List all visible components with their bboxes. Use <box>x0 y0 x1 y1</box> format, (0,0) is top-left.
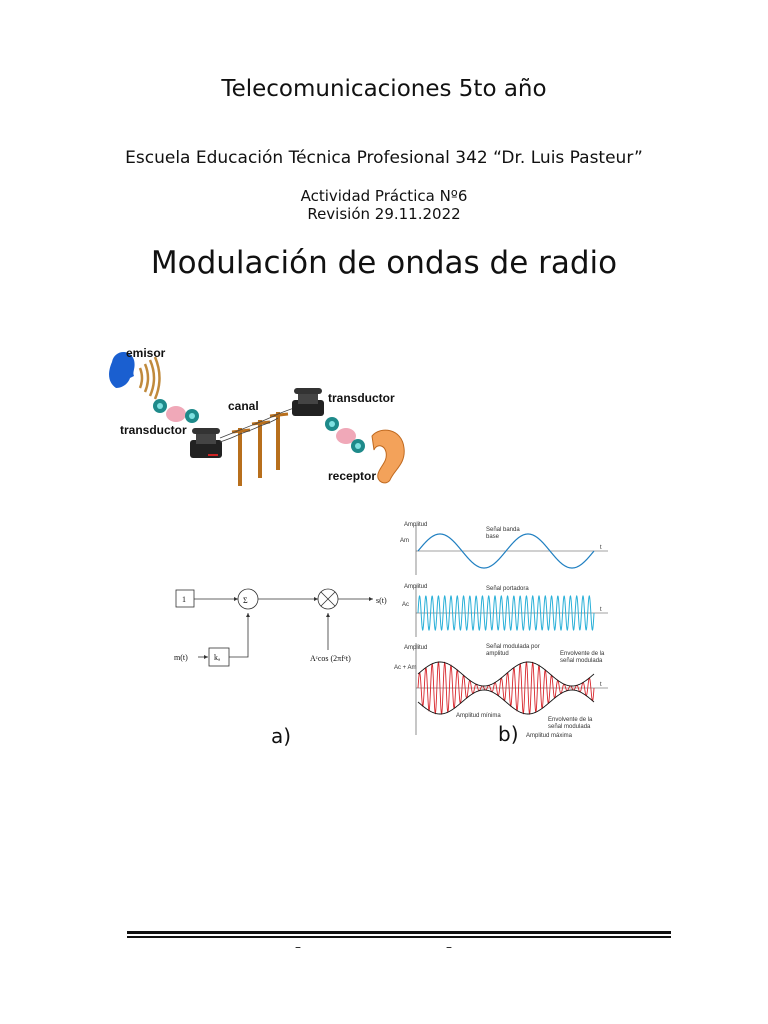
telephone-icon <box>190 428 222 458</box>
envelope-top-label-2: señal modulada <box>560 658 603 664</box>
plot1-amp-label: Am <box>400 538 409 544</box>
constant-block <box>175 589 195 608</box>
carrier-signal <box>417 594 595 632</box>
plot1-caption-2: base <box>486 534 500 540</box>
communication-diagram: emisor transductor canal transductor <box>109 346 405 486</box>
activity-number: Actividad Práctica Nº6 <box>300 187 468 205</box>
constant-label: 1 <box>182 595 186 604</box>
course-title: Telecomunicaciones 5to año <box>221 76 547 102</box>
transducer-right-label: transductor <box>328 391 395 405</box>
plot1-t-label: t <box>600 545 602 551</box>
modulated-signal <box>417 660 595 716</box>
envelope-lower <box>417 689 595 715</box>
channel-label: canal <box>228 399 259 413</box>
plot2-ylabel: Amplitud <box>404 584 427 590</box>
microphone-icon <box>325 417 365 453</box>
envelope-top-label: Envolvente de la <box>560 651 605 657</box>
gain-label: kₐ <box>214 653 221 662</box>
plot3-caption-2: amplitud <box>486 651 509 657</box>
footer-rule <box>127 931 671 938</box>
footer-dash-left: – <box>295 940 301 954</box>
sound-waves-icon <box>138 356 161 400</box>
receiver-label: receptor <box>328 469 376 483</box>
output-label: s(t) <box>376 596 387 605</box>
envelope-bottom-label: Envolvente de la <box>548 717 593 723</box>
panel-a-label: a) <box>271 724 291 748</box>
plot3-caption: Señal modulada por <box>486 644 540 650</box>
plot3-amp-label: Ac + Am <box>394 665 417 671</box>
ear-icon <box>371 429 405 484</box>
summing-junction <box>237 588 259 610</box>
baseband-signal <box>417 533 595 569</box>
telephone-icon <box>292 388 324 416</box>
max-amplitude-label: Amplitud máxima <box>526 733 573 739</box>
plot1-ylabel: Amplitud <box>404 522 427 528</box>
plot2-caption: Señal portadora <box>486 586 529 592</box>
plot1-caption: Señal banda <box>486 527 520 533</box>
plot3-t-label: t <box>600 682 602 688</box>
sum-symbol: Σ <box>243 596 248 605</box>
school-name: Escuela Educación Técnica Profesional 34… <box>125 148 643 168</box>
footer-dash-right: – <box>446 940 452 954</box>
revision-date: Revisión 29.11.2022 <box>307 205 461 223</box>
page-title: Modulación de ondas de radio <box>150 245 618 281</box>
plot2-amp-label: Ac <box>402 602 409 608</box>
plot2-t-label: t <box>600 607 602 613</box>
utility-poles-icon <box>231 412 289 486</box>
envelope-bottom-label-2: señal modulada <box>548 724 591 730</box>
min-amplitude-label: Amplitud mínima <box>456 713 501 719</box>
panel-b-label: b) <box>498 722 519 746</box>
transducer-left-label: transductor <box>120 423 187 437</box>
modulator-block-diagram: 1 Σ s(t) m(t) kₐ Aᶜcos (2πfᶜt) a) <box>174 588 387 748</box>
head-icon <box>109 351 135 388</box>
microphone-icon <box>153 399 199 423</box>
carrier-label: Aᶜcos (2πfᶜt) <box>310 654 351 663</box>
input-label: m(t) <box>174 653 188 662</box>
amplitude-modulation-waveforms: Amplitud Am Señal banda base t Amplitud … <box>394 522 608 746</box>
envelope-upper <box>417 661 595 687</box>
emitter-label: emisor <box>126 346 166 360</box>
plot3-ylabel: Amplitud <box>404 645 427 651</box>
